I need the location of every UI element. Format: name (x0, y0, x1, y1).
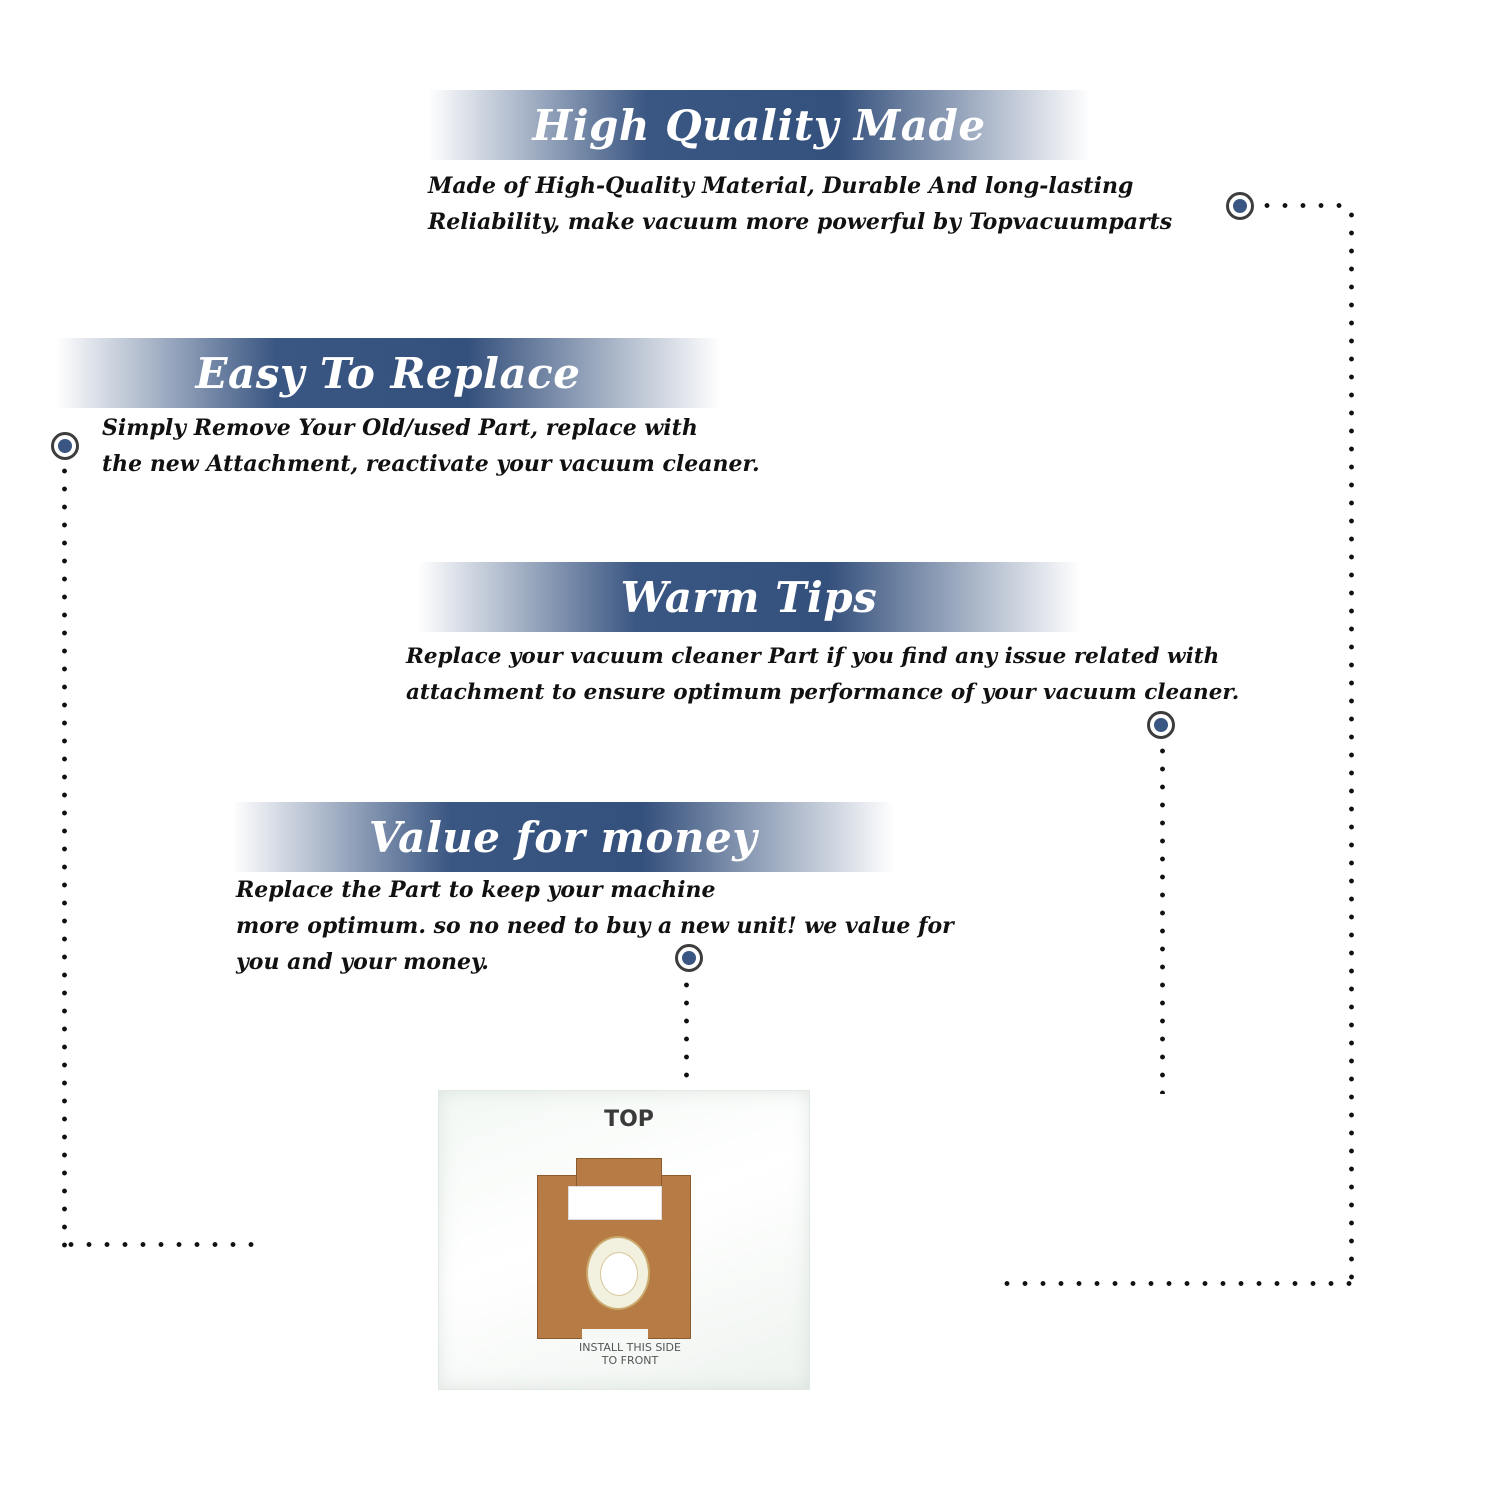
description-line: Made of High-Quality Material, Durable A… (428, 173, 1134, 199)
description-line: Simply Remove Your Old/used Part, replac… (102, 415, 698, 441)
connector-line (62, 462, 67, 1248)
banner-warm-tips: Warm Tips (418, 562, 1080, 632)
collar-tab (576, 1158, 662, 1189)
description-line: more optimum. so no need to buy a new un… (236, 913, 954, 939)
vacuum-bag-image: TOP INSTALL THIS SIDE TO FRONT (438, 1090, 810, 1390)
connector-line (1349, 206, 1354, 1288)
bag-install-text: INSTALL THIS SIDE TO FRONT (439, 1341, 809, 1367)
bag-top-label: TOP (604, 1107, 654, 1132)
description-line: the new Attachment, reactivate your vacu… (102, 451, 760, 477)
description-line: Replace your vacuum cleaner Part if you … (406, 644, 1220, 669)
description-warm-tips: Replace your vacuum cleaner Part if you … (406, 639, 1239, 711)
connector-line (998, 1281, 1354, 1286)
bag-collar-icon (537, 1158, 691, 1339)
collar-sticker (568, 1186, 662, 1220)
marker-dot-icon (51, 432, 79, 460)
description-line: Replace the Part to keep your machine (236, 877, 716, 903)
banner-value-for-money: Value for money (232, 802, 894, 872)
marker-dot-icon (1226, 192, 1254, 220)
description-line: Reliability, make vacuum more powerful b… (428, 209, 1173, 235)
inlet-ring-icon (586, 1236, 650, 1310)
banner-easy-to-replace: Easy To Replace (56, 338, 720, 408)
description-high-quality-made: Made of High-Quality Material, Durable A… (428, 168, 1172, 240)
connector-line (684, 976, 689, 1088)
description-line: attachment to ensure optimum performance… (406, 680, 1240, 705)
banner-title: Warm Tips (620, 572, 878, 622)
description-line: you and your money. (236, 949, 489, 975)
install-line: TO FRONT (601, 1354, 659, 1367)
install-line: INSTALL THIS SIDE (579, 1341, 681, 1354)
description-value-for-money: Replace the Part to keep your machine mo… (236, 872, 954, 980)
description-easy-to-replace: Simply Remove Your Old/used Part, replac… (102, 410, 760, 482)
collar-notch (582, 1329, 648, 1339)
banner-title: High Quality Made (532, 100, 986, 150)
connector-line (1258, 203, 1354, 208)
banner-high-quality-made: High Quality Made (428, 90, 1090, 160)
connector-line (62, 1242, 266, 1247)
banner-title: Easy To Replace (195, 348, 581, 398)
marker-dot-icon (1147, 711, 1175, 739)
marker-dot-icon (675, 944, 703, 972)
banner-title: Value for money (368, 812, 758, 862)
connector-line (1160, 742, 1165, 1094)
